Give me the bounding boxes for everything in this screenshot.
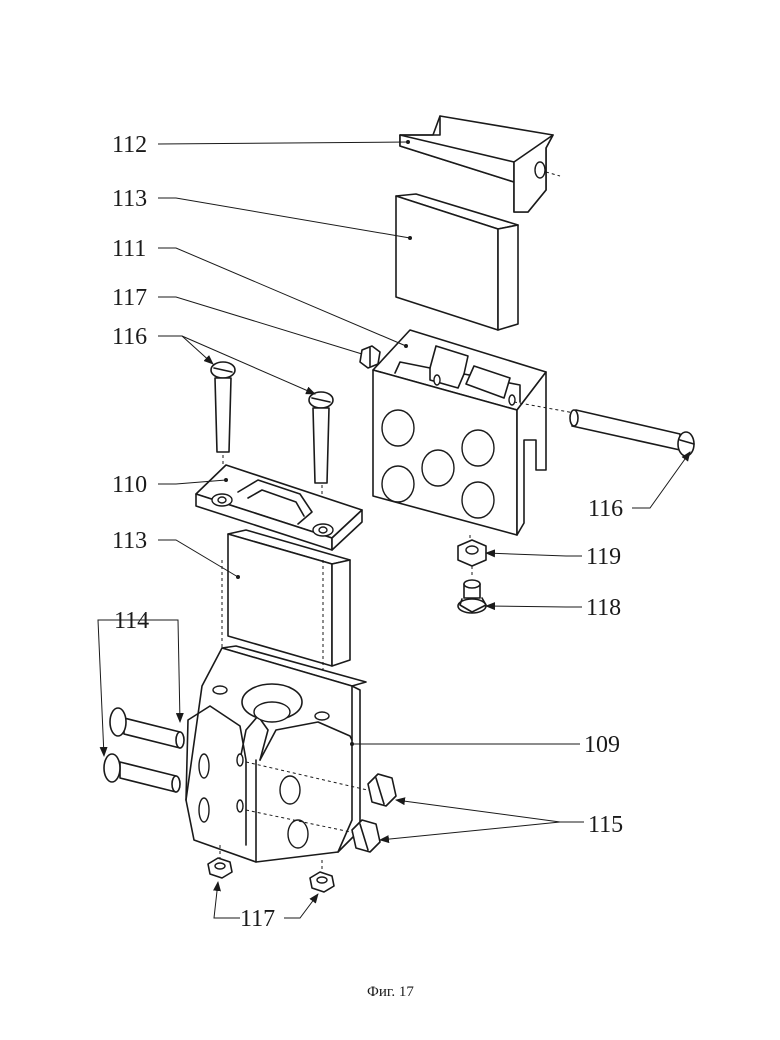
label-116-left: 116 bbox=[112, 324, 147, 350]
label-115: 115 bbox=[588, 812, 623, 838]
part-110-bridge-plate bbox=[196, 465, 362, 550]
part-119-nut bbox=[458, 540, 486, 566]
part-111-housing bbox=[373, 330, 546, 535]
part-115-nut-lower bbox=[352, 820, 380, 852]
label-117-upper: 117 bbox=[112, 285, 147, 311]
part-115-nut-upper bbox=[368, 774, 396, 806]
label-119: 119 bbox=[586, 544, 621, 570]
part-118-screw bbox=[458, 580, 486, 613]
label-110: 110 bbox=[112, 472, 147, 498]
label-112: 112 bbox=[112, 132, 147, 158]
part-116-screw-left bbox=[211, 362, 235, 452]
label-117-lower: 117 bbox=[240, 906, 275, 932]
part-117-nut-lower-right bbox=[310, 872, 334, 892]
part-109-clamp-base bbox=[186, 646, 366, 862]
label-111: 111 bbox=[112, 236, 146, 262]
part-116-screw-horizontal bbox=[570, 410, 694, 456]
part-113-upper-block bbox=[396, 194, 518, 330]
figure-caption: Фиг. 17 bbox=[367, 984, 414, 1000]
label-113-lower: 113 bbox=[112, 528, 147, 554]
part-117-nut-upper bbox=[360, 346, 380, 368]
part-116-screw-right bbox=[309, 392, 333, 483]
part-114-bolt-lower bbox=[104, 754, 180, 792]
part-114-bolt-upper bbox=[110, 708, 184, 748]
part-117-nut-lower-left bbox=[208, 858, 232, 878]
label-116-right: 116 bbox=[588, 496, 623, 522]
label-113-upper: 113 bbox=[112, 186, 147, 212]
label-114: 114 bbox=[114, 608, 149, 634]
label-109: 109 bbox=[584, 732, 620, 758]
label-118: 118 bbox=[586, 595, 621, 621]
